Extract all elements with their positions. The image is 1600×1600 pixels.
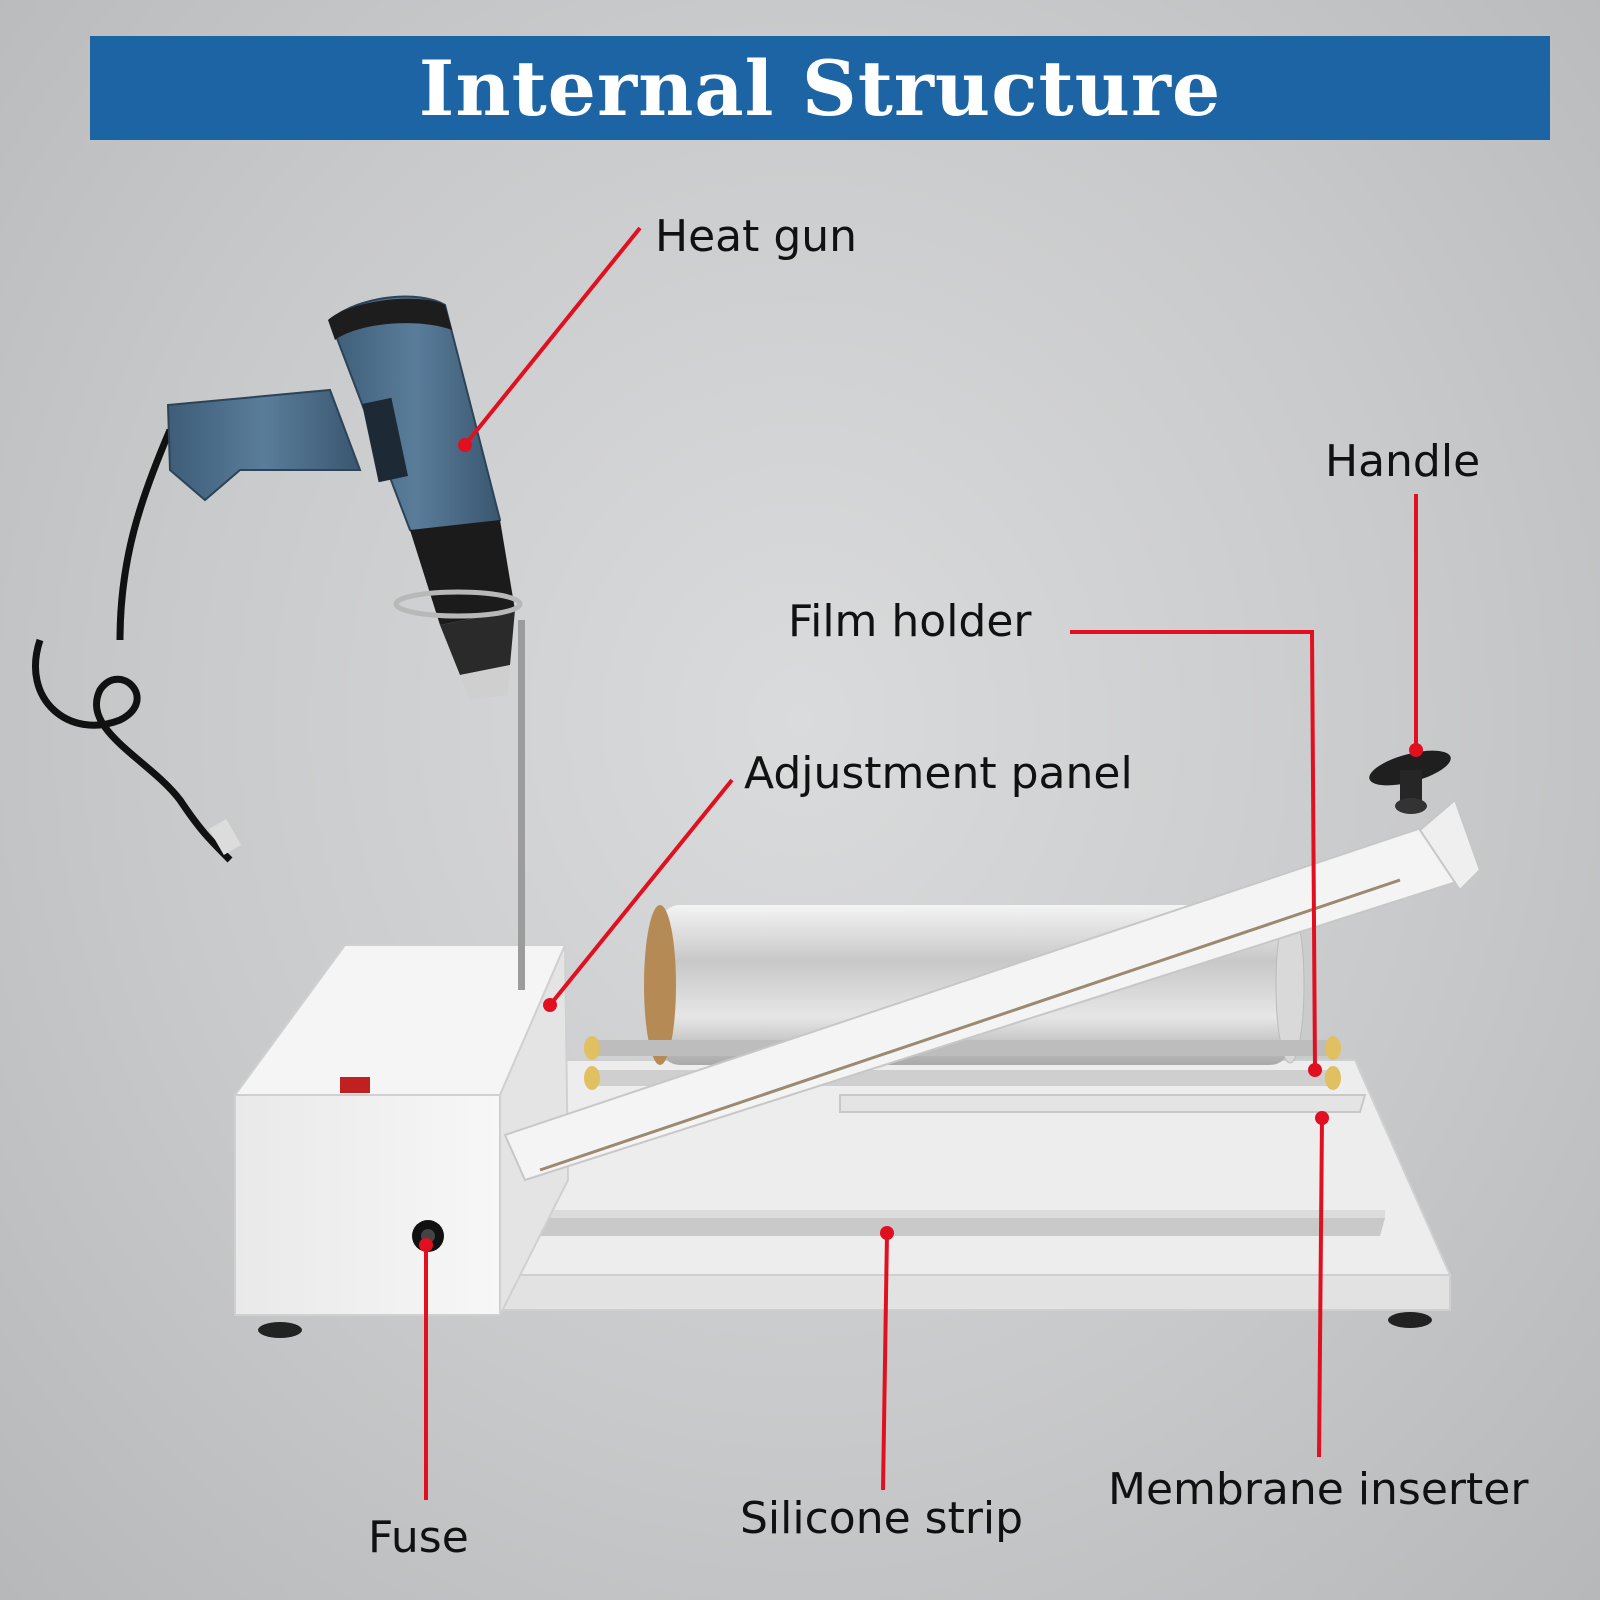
label-fuse: Fuse [368,1512,469,1563]
heat-gun-stand-pole [518,620,525,990]
handle-knob [1369,750,1451,814]
heat-gun-clamp-ring [393,589,523,619]
leader-lines [424,226,1418,1500]
label-membrane-inserter: Membrane inserter [1108,1464,1529,1515]
label-adjustment-panel: Adjustment panel [744,748,1133,799]
silicone-strip-shape [540,1210,1385,1236]
leader-dots [419,438,1423,1252]
power-switch-shape [340,1077,370,1093]
heat-gun-leader [463,226,642,447]
membrane-inserter-bar [839,1094,1367,1113]
film-holder-leader [1070,630,1317,1071]
label-film-holder: Film holder [788,596,1032,647]
membrane-inserter-leader [1317,1117,1324,1458]
silicone-strip-leader [881,1232,889,1491]
sealing-arm [503,798,1482,1182]
label-heat-gun: Heat gun [655,211,858,262]
heat-gun-shape [32,295,515,863]
adjustment-panel-leader [548,778,734,1007]
label-handle: Handle [1325,436,1481,487]
title-banner: Internal Structure [90,36,1550,140]
label-silicone-strip: Silicone strip [740,1493,1024,1544]
page-title: Internal Structure [418,43,1222,133]
